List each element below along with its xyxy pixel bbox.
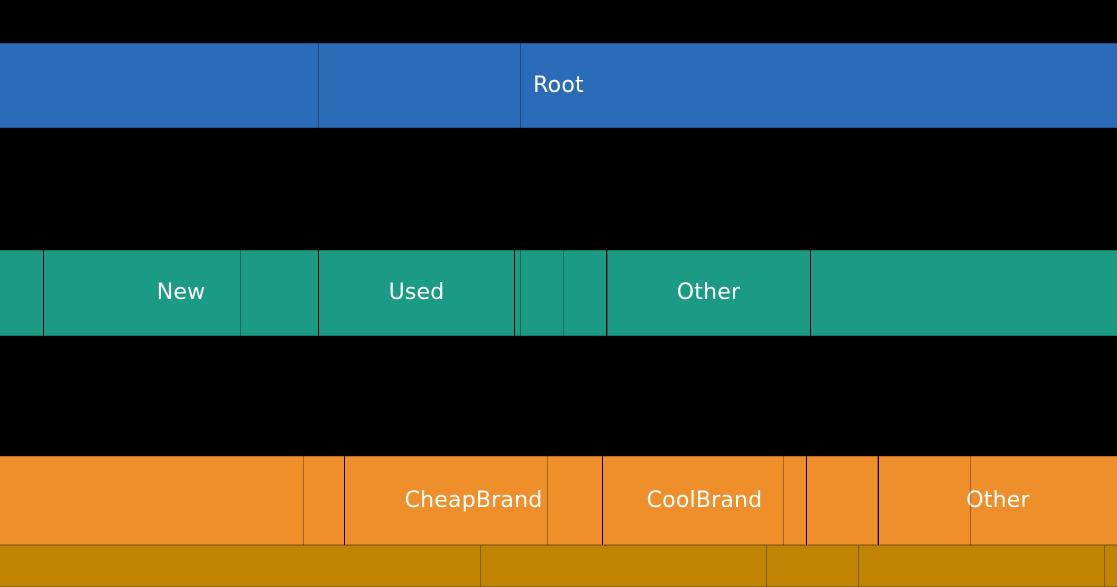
- icicle-level-2: CheapBrand CoolBrand Other: [0, 456, 1117, 545]
- icicle-segment-label: Used: [388, 280, 445, 305]
- icicle-segment-cheapbrand[interactable]: CheapBrand: [345, 456, 602, 545]
- icicle-segment-label: Other: [676, 280, 741, 305]
- icicle-level-3: [0, 545, 1117, 587]
- icicle-segment-divider-0-1: [520, 43, 521, 128]
- icicle-segment-label: Other: [966, 487, 1030, 513]
- icicle-segment-divider-2-2: [547, 456, 548, 545]
- icicle-segment-divider-3-3: [1104, 545, 1105, 587]
- icicle-segment-unlabeled[interactable]: [0, 250, 43, 336]
- icicle-segment-used[interactable]: Used: [319, 250, 514, 336]
- icicle-segment-label: New: [156, 280, 206, 305]
- icicle-segment-other[interactable]: Other: [607, 250, 810, 336]
- icicle-segment-label: CoolBrand: [646, 487, 763, 513]
- icicle-segment-divider-3-2: [858, 545, 859, 587]
- icicle-segment-divider-1-1: [318, 250, 319, 336]
- icicle-level-1: New Used Other: [0, 250, 1117, 336]
- icicle-segment-unlabeled[interactable]: [0, 456, 344, 545]
- icicle-segment-divider-2-4: [783, 456, 784, 545]
- icicle-segment-other[interactable]: Other: [879, 456, 1117, 545]
- icicle-segment-coolbrand[interactable]: CoolBrand: [603, 456, 806, 545]
- icicle-segment-divider-2-5: [806, 456, 807, 545]
- icicle-segment-divider-1-2: [520, 250, 521, 336]
- icicle-segment-unlabeled[interactable]: [515, 250, 606, 336]
- icicle-segment-divider-1-0: [240, 250, 241, 336]
- icicle-segment-root[interactable]: Root: [0, 43, 1117, 128]
- icicle-segment-divider-2-6: [877, 456, 878, 545]
- icicle-segment-divider-2-1: [344, 456, 345, 545]
- icicle-segment-divider-3-1: [766, 545, 767, 587]
- icicle-segment-new[interactable]: New: [44, 250, 318, 336]
- icicle-segment-divider-1-3: [563, 250, 564, 336]
- icicle-segment-divider-2-7: [970, 456, 971, 545]
- icicle-segment-divider-0-0: [318, 43, 319, 128]
- icicle-segment-divider-2-0: [303, 456, 304, 545]
- icicle-level-0: Root: [0, 43, 1117, 128]
- icicle-segment-divider-3-0: [480, 545, 481, 587]
- icicle-segment-unlabeled[interactable]: [807, 456, 878, 545]
- icicle-segment-unlabeled[interactable]: [811, 250, 1117, 336]
- icicle-segment-divider-1-5: [810, 250, 811, 336]
- icicle-segment-divider-1-4: [607, 250, 608, 336]
- icicle-segment-unlabeled[interactable]: [0, 545, 1117, 587]
- icicle-segment-label: Root: [533, 72, 584, 98]
- icicle-segment-divider-2-3: [602, 456, 603, 545]
- icicle-segment-label: CheapBrand: [404, 487, 543, 513]
